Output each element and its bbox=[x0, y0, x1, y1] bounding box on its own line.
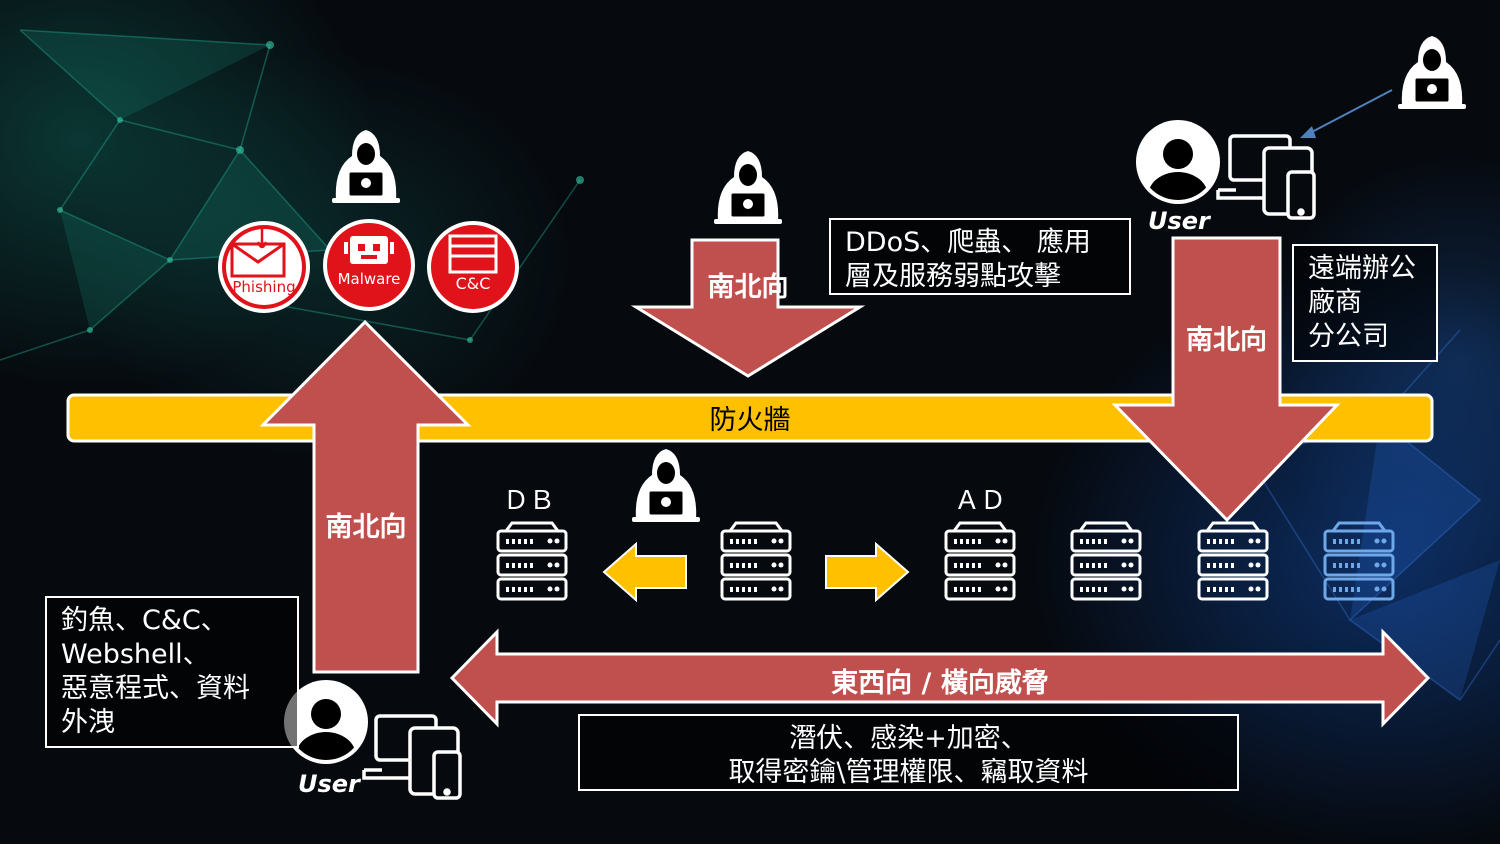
lateral-arrow bbox=[449, 628, 1431, 728]
server-icon-5 bbox=[1197, 521, 1269, 601]
phishing-icon bbox=[218, 221, 310, 313]
phishing-label: Phishing bbox=[232, 278, 296, 296]
outbound-line-4: 外洩 bbox=[61, 707, 115, 738]
user-label-top: User bbox=[1148, 207, 1210, 235]
firewall-label: 防火牆 bbox=[709, 405, 791, 436]
ad-label: ＡＤ bbox=[954, 486, 1007, 516]
hacker-icon-inbound bbox=[713, 150, 783, 225]
ddos-line-1: DDoS、爬蟲、 應用 bbox=[845, 227, 1091, 258]
remote-hack-arrowhead bbox=[1300, 126, 1316, 138]
outbound-arrow bbox=[259, 319, 472, 674]
hacker-icon-internal bbox=[631, 448, 701, 523]
remote-line-2: 廠商 bbox=[1308, 287, 1362, 318]
inbound-arrow bbox=[630, 238, 866, 378]
malware-icon bbox=[323, 219, 415, 311]
outbound-arrow-label: 南北向 bbox=[325, 512, 407, 543]
remote-line-1: 遠端辦公 bbox=[1308, 253, 1416, 284]
remote-hack-line bbox=[1307, 89, 1393, 135]
hacker-icon-remote bbox=[1397, 35, 1467, 110]
user-avatar-top bbox=[1136, 120, 1220, 220]
outbound-line-3: 惡意程式、資料 bbox=[61, 673, 250, 704]
cc-icon bbox=[427, 221, 519, 313]
compromised-server-icon bbox=[720, 521, 792, 601]
inbound-arrow-label: 南北向 bbox=[707, 272, 789, 303]
hacker-icon-outbound bbox=[331, 129, 401, 204]
outbound-line-1: 釣魚、C&C、 bbox=[61, 605, 228, 636]
spread-left-arrow bbox=[602, 541, 687, 603]
devices-icon-bottom bbox=[362, 714, 462, 800]
lateral-line-1: 潛伏、感染+加密、 bbox=[789, 723, 1028, 754]
remote-line-3: 分公司 bbox=[1308, 321, 1389, 352]
server-icon-6 bbox=[1323, 521, 1395, 601]
ddos-line-2: 層及服務弱點攻擊 bbox=[845, 261, 1061, 292]
spread-right-arrow bbox=[825, 541, 910, 603]
db-label: ＤＢ bbox=[503, 486, 556, 516]
lateral-line-2: 取得密鑰\管理權限、竊取資料 bbox=[728, 757, 1089, 788]
devices-icon-top bbox=[1216, 134, 1316, 220]
malware-label: Malware bbox=[337, 270, 401, 288]
outbound-threat-box: 釣魚、C&C、 Webshell、 惡意程式、資料 外洩 bbox=[45, 596, 299, 748]
cc-label: C&C bbox=[455, 274, 491, 293]
lateral-arrow-label: 東西向 / 橫向威脅 bbox=[831, 668, 1049, 699]
user-label-bottom: User bbox=[298, 770, 360, 798]
remote-access-box: 遠端辦公 廠商 分公司 bbox=[1292, 244, 1438, 362]
ddos-threat-box: DDoS、爬蟲、 應用 層及服務弱點攻擊 bbox=[829, 218, 1131, 295]
server-icon-4 bbox=[1070, 521, 1142, 601]
ad-server-icon bbox=[944, 521, 1016, 601]
outbound-line-2: Webshell、 bbox=[61, 639, 210, 670]
db-server-icon bbox=[496, 521, 568, 601]
remote-access-arrow bbox=[1111, 236, 1341, 523]
remote-arrow-label: 南北向 bbox=[1186, 325, 1267, 356]
lateral-threat-box: 潛伏、感染+加密、 取得密鑰\管理權限、竊取資料 bbox=[578, 714, 1239, 791]
